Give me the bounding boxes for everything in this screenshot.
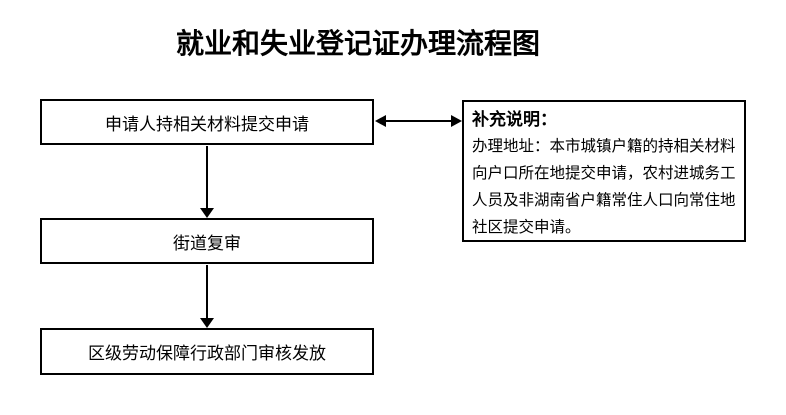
flow-step-submit-application: 申请人持相关材料提交申请	[40, 99, 374, 145]
supplementary-note-box: 补充说明： 办理地址：本市城镇户籍的持相关材料向户口所在地提交申请，农村进城务工…	[462, 100, 746, 242]
arrow-step1-to-note	[375, 115, 462, 127]
flow-step-street-review: 街道复审	[40, 218, 374, 264]
note-heading: 补充说明：	[472, 110, 557, 129]
flow-step-street-review-label: 街道复审	[173, 233, 241, 253]
page-title: 就业和失业登记证办理流程图	[175, 28, 540, 59]
arrow-step1-to-step2	[200, 146, 214, 218]
arrow-step2-to-step3	[200, 265, 214, 328]
flow-step-district-issue-label: 区级劳动保障行政部门审核发放	[88, 344, 326, 363]
flow-step-district-issue: 区级劳动保障行政部门审核发放	[40, 328, 374, 375]
flow-step-submit-application-label: 申请人持相关材料提交申请	[105, 114, 309, 134]
note-body: 办理地址：本市城镇户籍的持相关材料向户口所在地提交申请，农村进城务工人员及非湖南…	[472, 138, 736, 236]
